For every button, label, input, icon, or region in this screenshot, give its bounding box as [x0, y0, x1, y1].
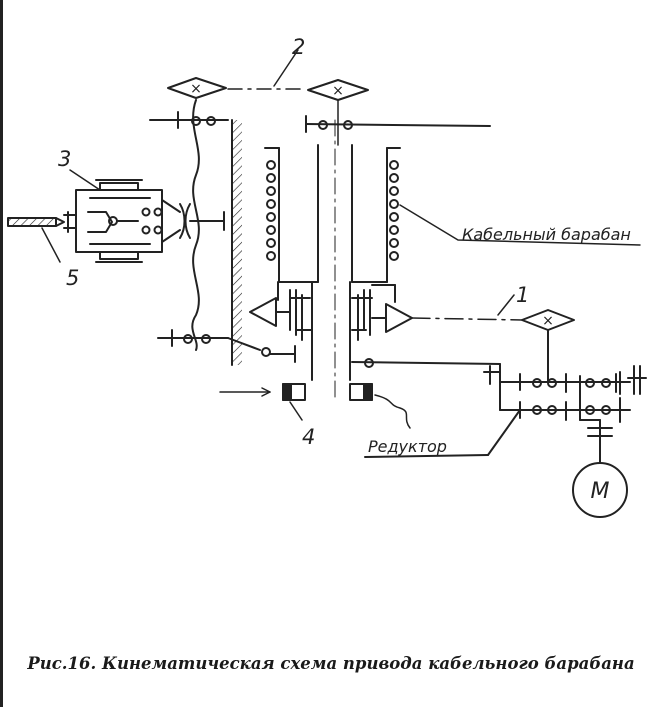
right-sprocket: [521, 309, 575, 331]
label-2: 2: [292, 35, 305, 59]
drum-cable-turns-left: [266, 160, 276, 261]
top-chain-drive: × ×: [167, 49, 369, 101]
label-3: 3: [58, 147, 71, 171]
leader-drum: [399, 204, 641, 246]
inlet-shaft-5: [7, 217, 65, 263]
reducer: [351, 358, 647, 463]
figure-caption: Рис.16. Кинематическая схема привода каб…: [27, 654, 635, 673]
lower-left-shaft: [157, 329, 296, 363]
top-left-sprocket: [167, 77, 227, 99]
label-1: 1: [516, 283, 529, 307]
right-chain-drive: ×: [411, 294, 575, 383]
page-edge: [0, 0, 3, 707]
label-motor: M: [591, 479, 610, 504]
drum-cable-turns-right: [389, 160, 399, 261]
svg-text:×: ×: [190, 81, 202, 97]
label-cable-drum: Кабельный барабан: [462, 225, 631, 244]
leader-2: [273, 49, 299, 87]
label-reducer: Редуктор: [368, 437, 447, 456]
svg-text:×: ×: [332, 83, 344, 99]
label-4: 4: [302, 425, 315, 449]
bevel-gears: [249, 281, 413, 381]
left-gear-unit-3: [63, 169, 225, 263]
support-blocks-4: [219, 383, 411, 429]
leader-1: [497, 294, 515, 316]
svg-text:×: ×: [542, 313, 554, 329]
motor: [572, 462, 628, 518]
top-shafts: [149, 99, 491, 146]
label-5: 5: [66, 266, 79, 290]
cable-drum: [264, 119, 401, 401]
flexible-shaft: [191, 99, 200, 351]
support-column: [231, 119, 242, 366]
top-right-sprocket: [307, 79, 369, 101]
